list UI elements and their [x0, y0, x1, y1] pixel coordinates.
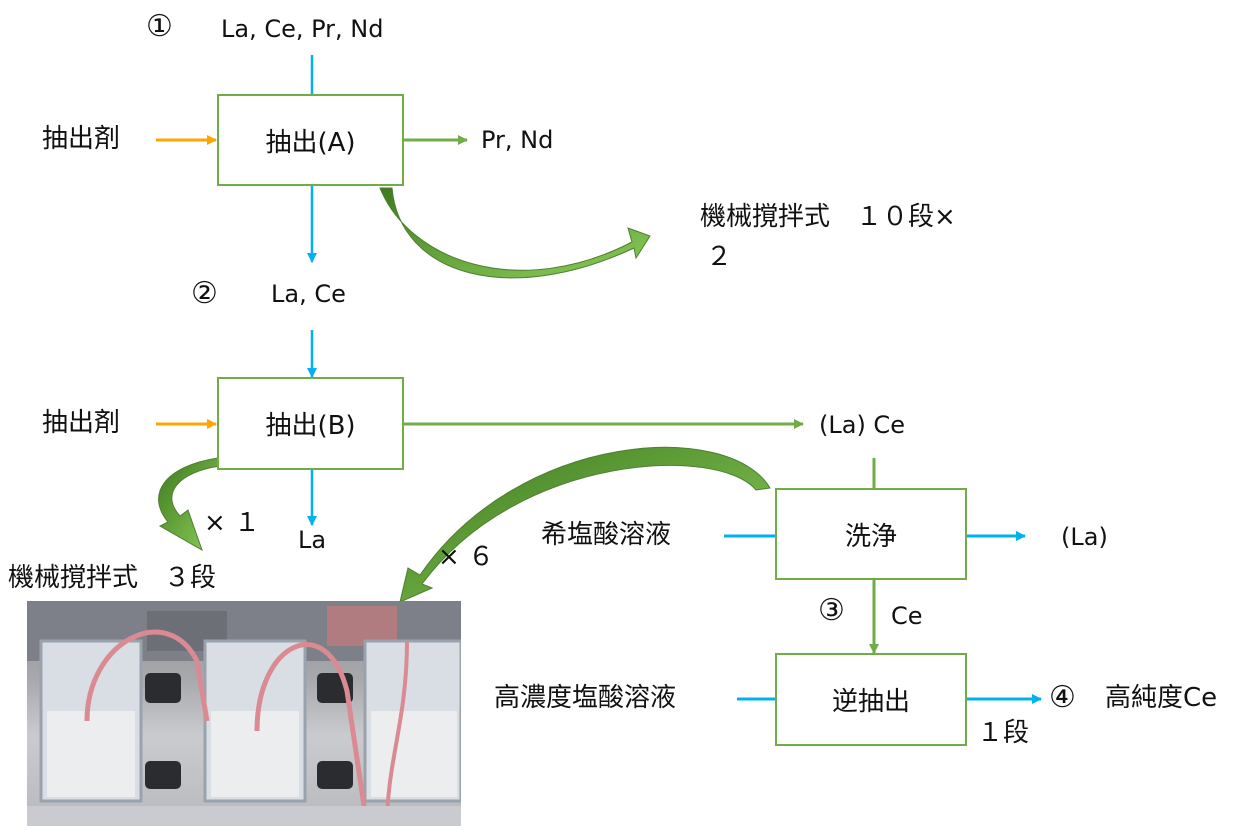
- curved-arrow-a: [379, 187, 651, 279]
- step4-marker: ④: [1049, 680, 1076, 715]
- stages-strip-label: １段: [977, 718, 1030, 748]
- note-a-line2: ２: [706, 242, 733, 272]
- note-b-label: 機械撹拌式 ３段: [8, 563, 217, 593]
- extractant-a-label: 抽出剤: [42, 124, 121, 154]
- curved-arrow-b: [158, 457, 221, 552]
- step3-marker: ③: [818, 593, 845, 628]
- extractant-b-label: 抽出剤: [42, 408, 121, 438]
- out-a-label: Pr, Nd: [481, 126, 554, 154]
- wash-out-label: (La): [1061, 523, 1108, 551]
- product-label: 高純度Ce: [1105, 683, 1218, 713]
- box-extraction-a: 抽出(A): [217, 94, 404, 186]
- box-strip-label: 逆抽出: [831, 687, 910, 717]
- strip-in-label: 高濃度塩酸溶液: [494, 683, 677, 713]
- times-6-label: × ６: [438, 542, 495, 572]
- box-extraction-a-label: 抽出(A): [265, 127, 356, 158]
- step1-marker: ①: [146, 9, 173, 44]
- apparatus-illustration: [27, 601, 461, 826]
- mid-feed-label: La, Ce: [271, 280, 346, 308]
- raffinate-b-label: La: [298, 526, 327, 554]
- step2-marker: ②: [191, 276, 218, 311]
- box-extraction-b-label: 抽出(B): [265, 411, 356, 441]
- apparatus-photo: [27, 601, 461, 826]
- ce-label: Ce: [891, 602, 923, 630]
- out-b-label: (La) Ce: [819, 411, 905, 439]
- times-1-label: × １: [204, 508, 261, 538]
- box-wash: 洗浄: [775, 488, 967, 580]
- box-extraction-b: 抽出(B): [217, 377, 404, 470]
- box-wash-label: 洗浄: [844, 521, 897, 552]
- wash-in-label: 希塩酸溶液: [541, 520, 672, 550]
- box-strip: 逆抽出: [775, 653, 967, 746]
- feed-top-label: La, Ce, Pr, Nd: [221, 15, 384, 43]
- note-a-line1: 機械撹拌式 １０段×: [700, 202, 956, 232]
